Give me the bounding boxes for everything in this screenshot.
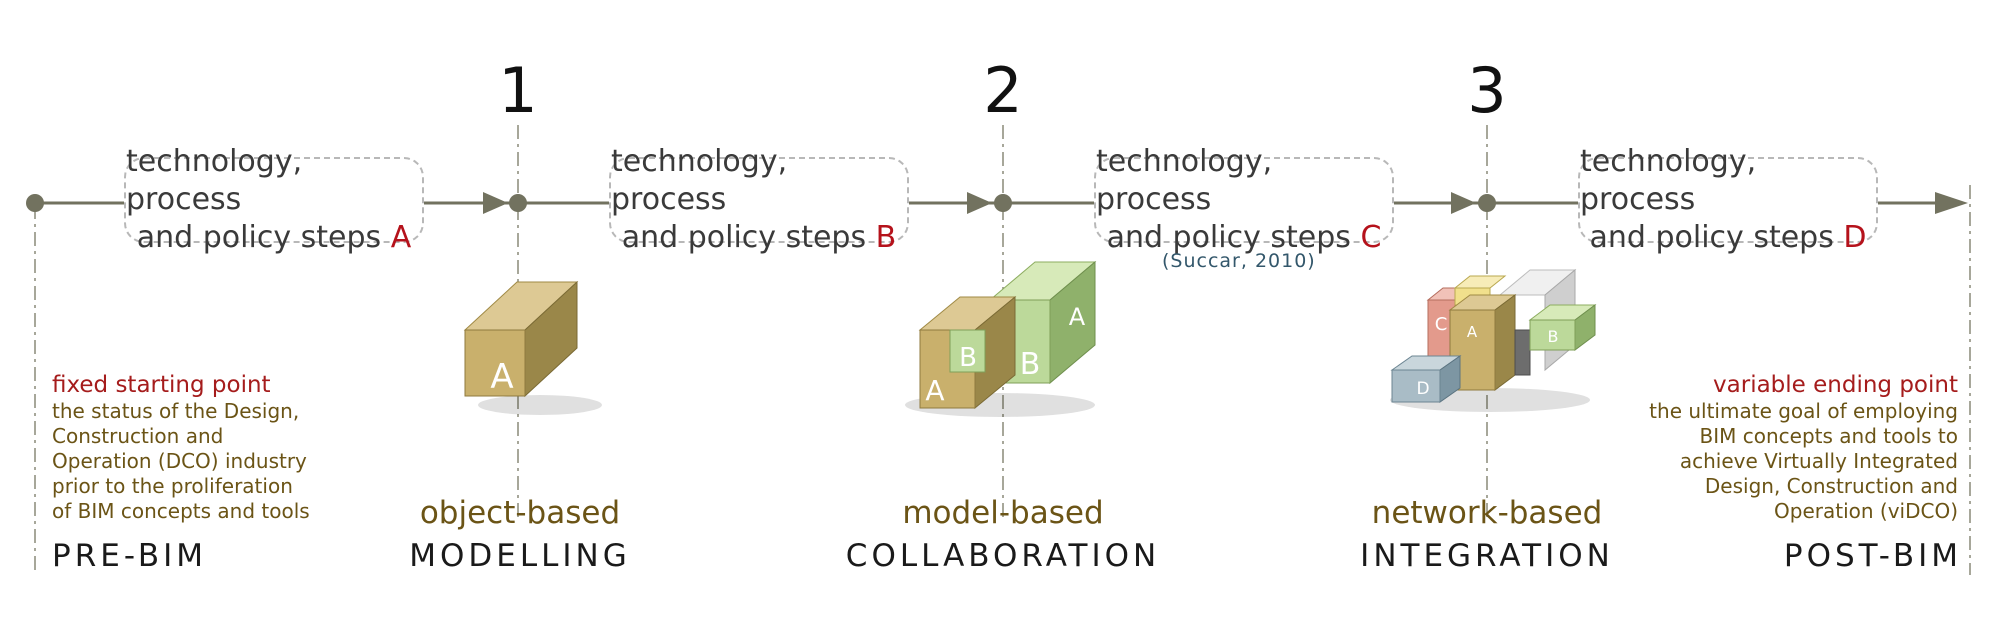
start-note: fixed starting point the status of the D… bbox=[52, 371, 342, 524]
step-text: and policy steps bbox=[621, 220, 867, 255]
stage-1-label: MODELLING bbox=[409, 538, 631, 574]
step-letter-a: A bbox=[390, 220, 412, 255]
step-line-1: technology, process bbox=[1096, 144, 1273, 217]
start-note-line: of BIM concepts and tools bbox=[52, 499, 310, 523]
step-letter-b: B bbox=[875, 220, 897, 255]
step-text: and policy steps bbox=[1106, 220, 1351, 255]
stage-3-sub-label: network-based bbox=[1371, 495, 1603, 531]
pre-bim-label: PRE-BIM bbox=[52, 538, 208, 574]
start-note-line: the status of the Design, bbox=[52, 399, 300, 423]
step-line-1: technology, process bbox=[611, 144, 788, 217]
end-note: variable ending point the ultimate goal … bbox=[1598, 371, 1958, 524]
start-note-line: prior to the proliferation bbox=[52, 474, 293, 498]
step-text: and policy steps bbox=[1589, 220, 1834, 255]
end-note-line: the ultimate goal of employing bbox=[1649, 399, 1958, 423]
step-line-2: and policy steps B bbox=[622, 219, 897, 257]
stage-number-3: 3 bbox=[1467, 54, 1507, 127]
stage-1-sub-label: object-based bbox=[419, 495, 621, 531]
timeline-arrow-b bbox=[967, 192, 992, 214]
timeline-dot-1 bbox=[509, 194, 527, 212]
cube-letter: A bbox=[1467, 323, 1478, 341]
start-note-line: Operation (DCO) industry bbox=[52, 449, 307, 473]
stage-number-1: 1 bbox=[498, 54, 538, 127]
step-line-1: technology, process bbox=[126, 144, 303, 217]
cube-letter: B bbox=[1548, 327, 1559, 346]
cube-letter: D bbox=[1416, 379, 1429, 399]
start-note-title: fixed starting point bbox=[52, 372, 271, 398]
step-line-2: and policy steps A bbox=[137, 219, 411, 257]
cube-letter: C bbox=[1435, 314, 1448, 335]
timeline-arrow-d bbox=[1935, 192, 1968, 214]
end-note-line: Operation (viDCO) bbox=[1774, 499, 1958, 523]
step-line-1: technology, process bbox=[1580, 144, 1757, 217]
step-line-2: and policy steps C bbox=[1107, 219, 1382, 257]
end-note-line: Design, Construction and bbox=[1704, 474, 1958, 498]
step-letter-c: C bbox=[1360, 220, 1382, 255]
start-note-line: Construction and bbox=[52, 424, 224, 448]
post-bim-label: POST-BIM bbox=[1783, 538, 1962, 574]
stage-2-label: COLLABORATION bbox=[845, 538, 1161, 574]
cube-letter: A bbox=[1069, 303, 1086, 331]
stage-3-label: INTEGRATION bbox=[1360, 538, 1614, 574]
stage-2-sub-label: model-based bbox=[902, 495, 1104, 531]
cube-letter: A bbox=[490, 357, 513, 397]
end-note-title: variable ending point bbox=[1713, 372, 1958, 398]
step-box-a: technology, process and policy steps A bbox=[124, 144, 424, 255]
cube-letter: A bbox=[925, 374, 944, 407]
timeline-dot-2 bbox=[994, 194, 1012, 212]
timeline-arrow-a bbox=[483, 192, 508, 214]
step-line-2: and policy steps D bbox=[1589, 219, 1866, 257]
citation: (Succar, 2010) bbox=[1162, 250, 1316, 272]
timeline-arrow-c bbox=[1451, 192, 1476, 214]
timeline-dot-start bbox=[26, 194, 44, 212]
cube-letter: B bbox=[1020, 347, 1041, 382]
cube-letter: B bbox=[959, 343, 977, 373]
stage-number-2: 2 bbox=[983, 54, 1023, 127]
step-letter-d: D bbox=[1843, 220, 1867, 255]
step-text: and policy steps bbox=[136, 220, 382, 255]
end-note-line: BIM concepts and tools to bbox=[1699, 424, 1958, 448]
end-note-line: achieve Virtually Integrated bbox=[1679, 449, 1958, 473]
step-box-b: technology, process and policy steps B bbox=[609, 144, 909, 255]
step-box-d: technology, process and policy steps D bbox=[1578, 144, 1878, 255]
timeline-dot-3 bbox=[1478, 194, 1496, 212]
step-box-c: technology, process and policy steps C bbox=[1094, 144, 1394, 255]
